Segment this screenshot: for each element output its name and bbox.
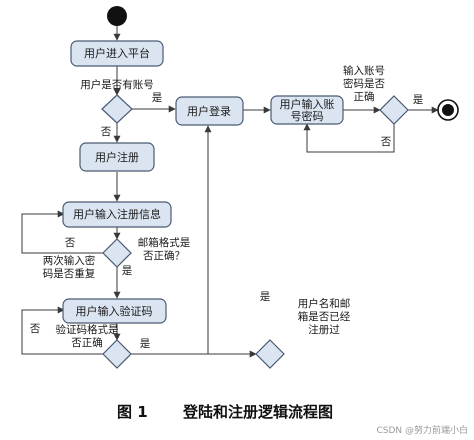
branch-email-no: 否: [65, 237, 76, 249]
process-input-register-info: 用户输入注册信息: [62, 201, 172, 228]
process-input-verification-code: 用户输入验证码: [62, 298, 167, 324]
figure-number: 图 1: [117, 403, 148, 421]
flow-edges: [21, 26, 439, 358]
end-node: [437, 99, 459, 121]
figure-title: 登陆和注册逻辑流程图: [182, 403, 333, 421]
duplicate-password-note-line2: 码是否重复: [43, 267, 96, 280]
decision-email-format-label-line1: 邮箱格式是: [138, 236, 191, 249]
branch-code-no: 否: [30, 323, 41, 335]
process-input-verification-code-label: 用户输入验证码: [76, 304, 153, 318]
decision-code-format-label-line1: 验证码格式是: [56, 323, 119, 336]
edge-email-no-loop: [21, 210, 103, 254]
process-input-register-info-label: 用户输入注册信息: [73, 207, 161, 221]
decision-account-password-correct-label-line3: 正确: [354, 90, 375, 103]
decision-account-password-correct: [379, 95, 409, 125]
decision-code-format-label-line2: 否正确: [71, 336, 103, 349]
process-login: 用户登录: [175, 96, 244, 126]
process-input-account-password: 用户输入账 号密码: [270, 95, 344, 125]
process-register-label: 用户注册: [95, 150, 139, 164]
decision-username-email-registered-label-line2: 箱是否已经: [298, 310, 351, 323]
process-enter-platform: 用户进入平台: [70, 40, 164, 67]
decision-email-format-label-line2: 否正确？: [143, 249, 185, 262]
duplicate-password-note-line1: 两次输入密: [43, 254, 96, 267]
start-node: [107, 6, 127, 26]
decision-account-password-correct-label-line2: 密码是否: [343, 77, 385, 90]
decision-username-email-registered: [255, 339, 285, 369]
branch-has-account-yes: 是: [152, 92, 163, 104]
decision-username-email-registered-label-line3: 注册过: [308, 323, 340, 336]
process-enter-platform-label: 用户进入平台: [84, 46, 150, 60]
branch-has-account-no: 否: [101, 126, 112, 138]
decision-code-format: [102, 339, 132, 369]
branch-code-yes: 是: [140, 338, 151, 350]
watermark: CSDN @努力前端小白: [376, 424, 468, 436]
branch-password-no: 否: [381, 136, 392, 148]
decision-username-email-registered-label-line1: 用户名和邮: [298, 297, 351, 310]
process-input-account-password-label-line1: 用户输入账: [280, 97, 335, 111]
branch-password-yes: 是: [413, 94, 424, 106]
decision-has-account-label: 用户是否有账号: [80, 78, 154, 91]
branch-email-yes: 是: [122, 265, 133, 277]
process-login-label: 用户登录: [187, 104, 231, 118]
branch-registered-yes: 是: [260, 291, 271, 303]
decision-account-password-correct-label-line1: 输入账号: [343, 64, 385, 77]
process-register: 用户注册: [79, 142, 155, 172]
edge-code-no-loop: [21, 306, 103, 355]
process-input-account-password-label-line2: 号密码: [291, 109, 324, 123]
edge-password-no-loop: [303, 123, 395, 153]
decision-has-account: [101, 94, 133, 124]
decision-email-format: [102, 238, 132, 268]
